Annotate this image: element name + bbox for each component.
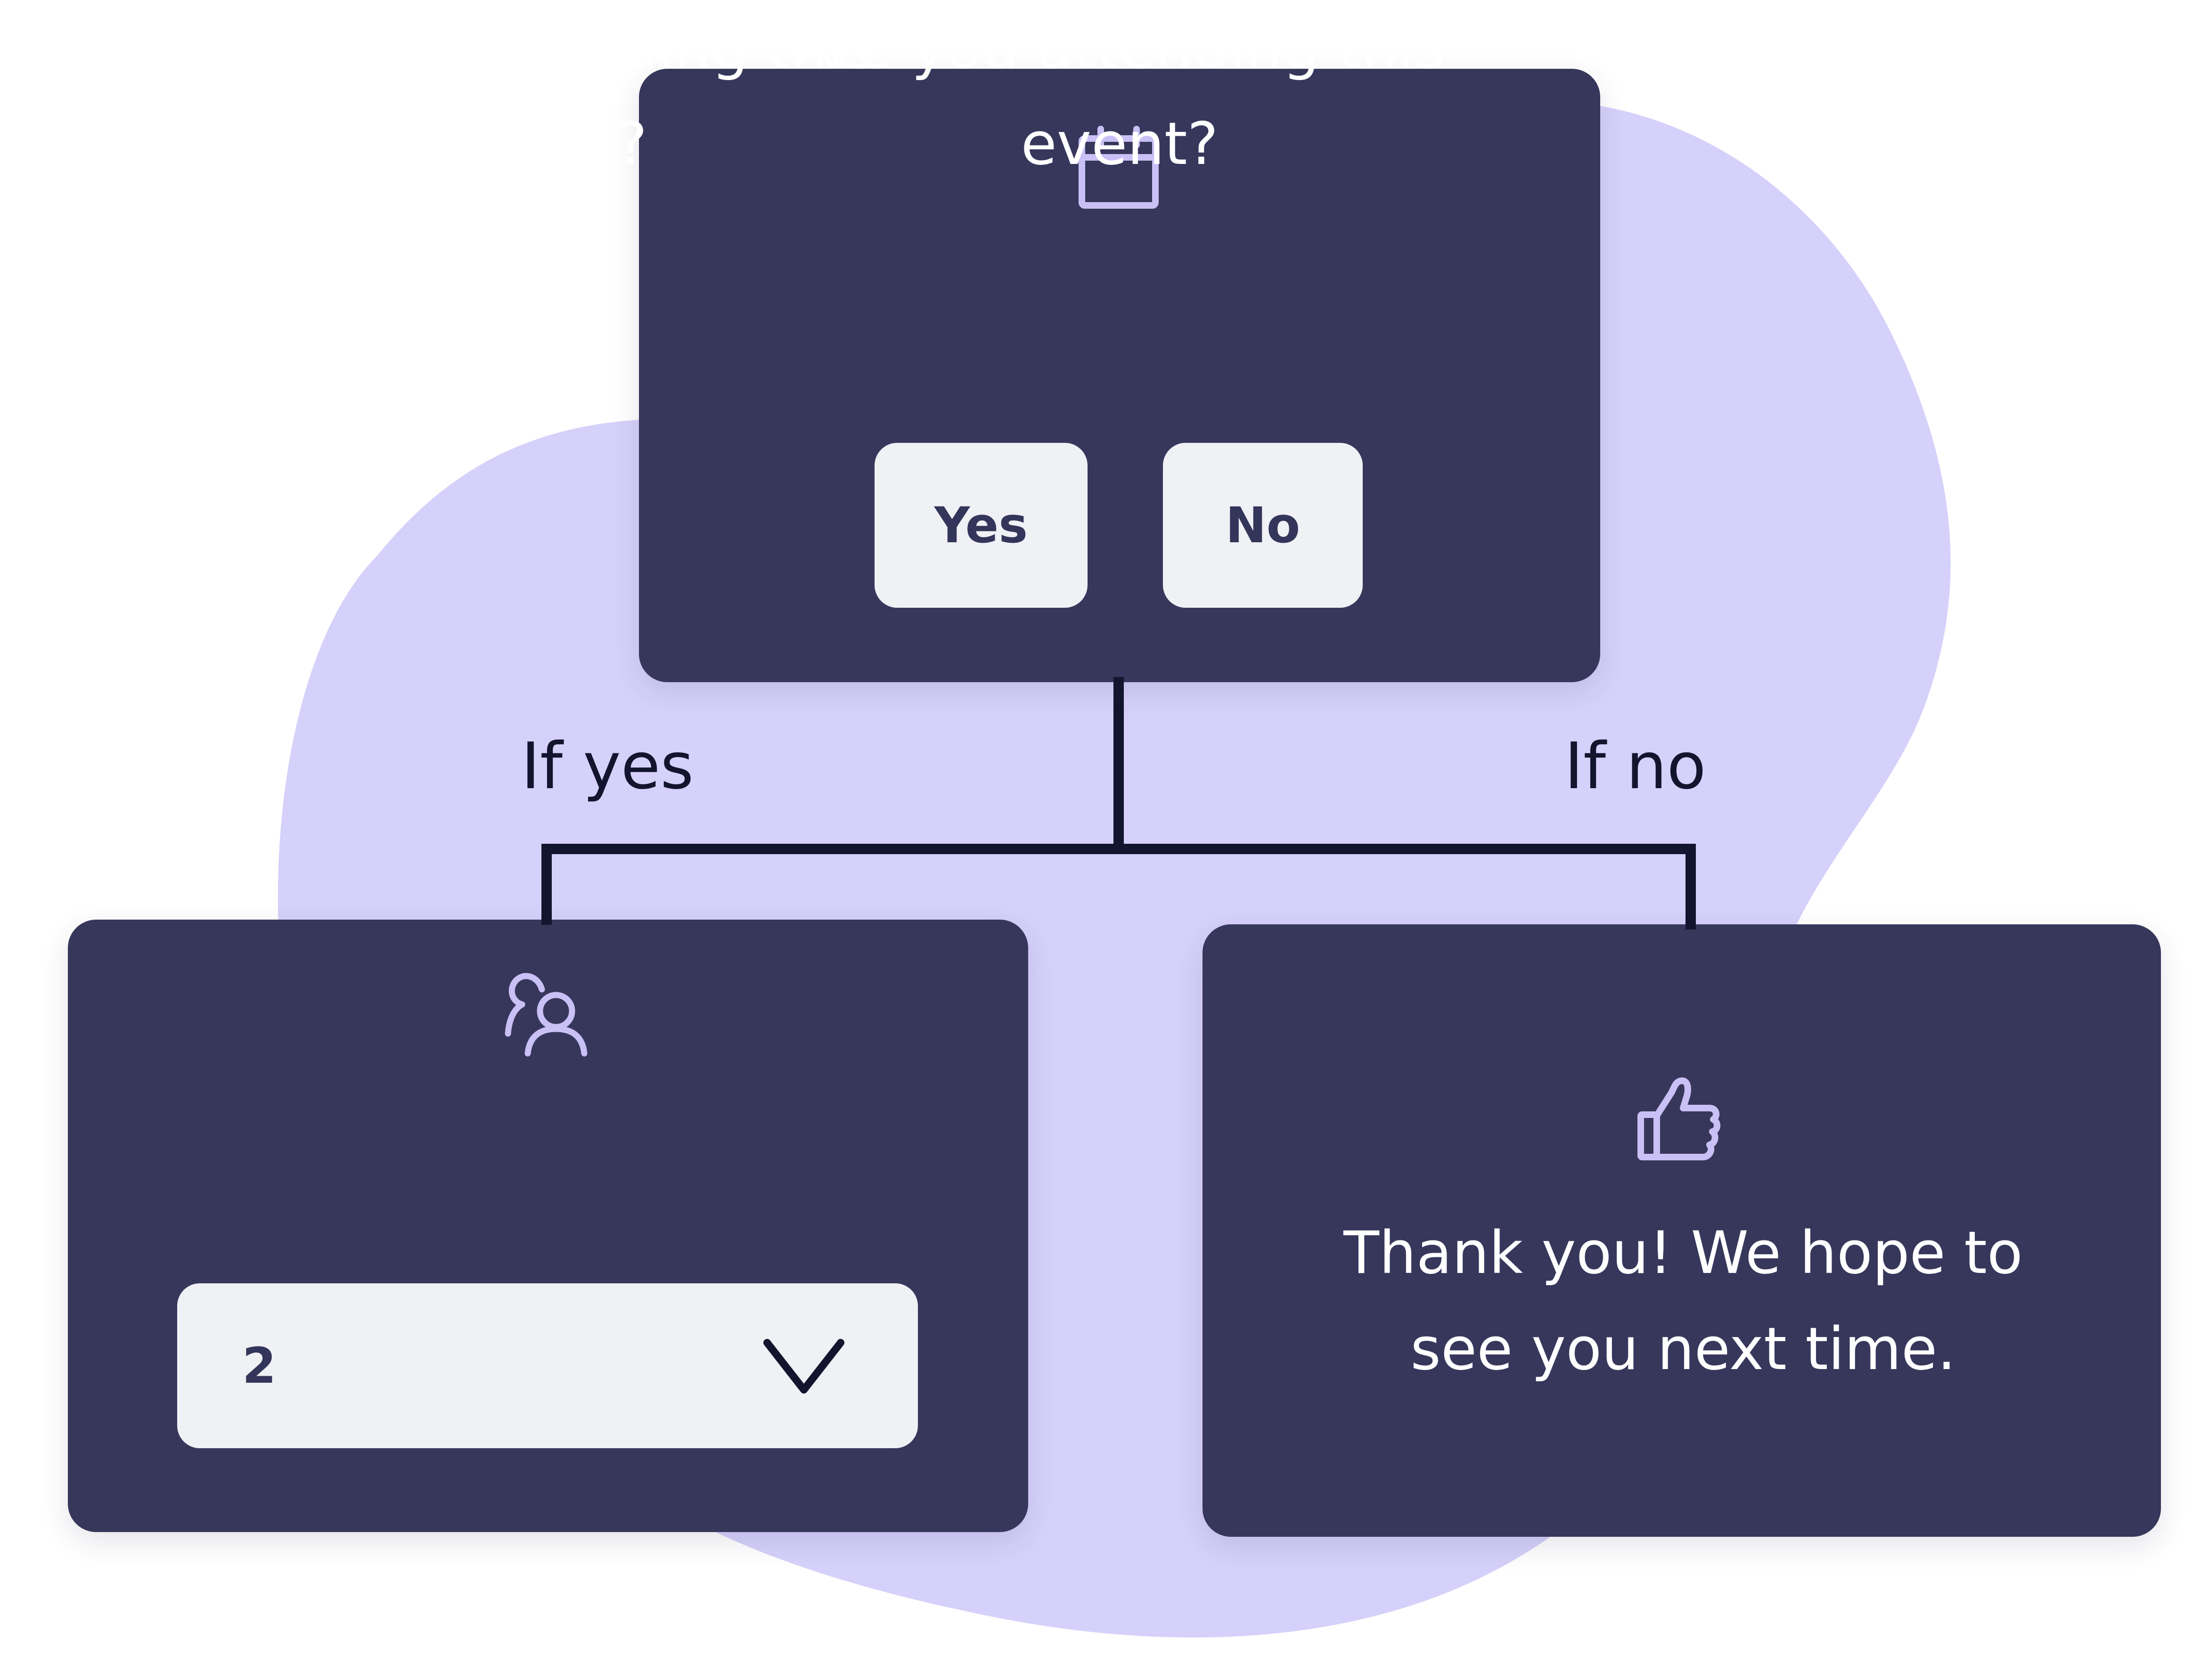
chevron-down-icon [763, 1339, 844, 1394]
thank-you-message: Thank you! We hope to see you next time. [1343, 1219, 2023, 1383]
users-icon [505, 973, 588, 1057]
left-question-text: Are you attending this event? [223, 14, 874, 178]
calendar-icon [1079, 126, 1159, 209]
flow-connector [541, 677, 1696, 930]
top-question-text: Are you attending this event? [794, 14, 1445, 178]
branch-label-yes: If yes [521, 729, 694, 804]
branch-label-no: If no [1564, 729, 1706, 804]
card-right-bg [1203, 924, 2161, 1537]
dropdown-selected-value: 2 [242, 1337, 277, 1395]
no-button[interactable]: No [1163, 443, 1363, 608]
thumbs-up-icon [1637, 1077, 1720, 1160]
attendee-count-dropdown[interactable]: 2 [177, 1283, 918, 1448]
yes-button[interactable]: Yes [875, 443, 1088, 608]
